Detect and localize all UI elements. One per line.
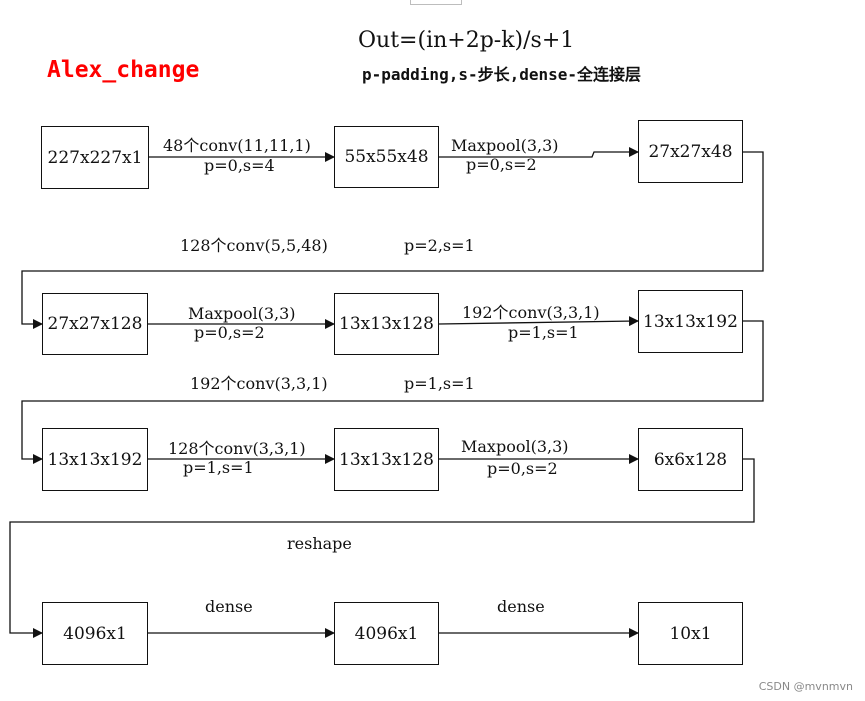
edge-label-pool3-params: p=0,s=2 xyxy=(487,459,558,478)
edge-label-conv1-params: p=0,s=4 xyxy=(204,156,275,175)
edge-label-conv2-op: 128个conv(5,5,48) xyxy=(180,236,328,255)
edge-label-pool3-op: Maxpool(3,3) xyxy=(461,437,569,456)
edge-label-conv1-op: 48个conv(11,11,1) xyxy=(163,136,311,155)
edge-label-conv2-params: p=2,s=1 xyxy=(404,236,475,255)
node-conv2-27x27x128: 27x27x128 xyxy=(42,293,148,355)
edge-label-conv4-op: 192个conv(3,3,1) xyxy=(190,374,328,393)
edge-label-pool2-op: Maxpool(3,3) xyxy=(188,304,296,323)
node-input-227x227x1: 227x227x1 xyxy=(41,126,149,189)
node-pool3-6x6x128: 6x6x128 xyxy=(638,428,743,491)
edge-label-pool1-op: Maxpool(3,3) xyxy=(451,136,559,155)
node-fc1-4096x1: 4096x1 xyxy=(42,602,148,665)
node-conv1-55x55x48: 55x55x48 xyxy=(334,126,439,188)
node-conv5-13x13x128: 13x13x128 xyxy=(334,428,439,491)
edge-conv4-arrow xyxy=(21,320,764,464)
edge-label-conv3-params: p=1,s=1 xyxy=(508,323,579,342)
model-title: Alex_change xyxy=(47,57,200,83)
node-fc2-4096x1: 4096x1 xyxy=(334,602,439,665)
output-size-formula: Out=(in+2p-k)/s+1 xyxy=(358,28,575,53)
edge-label-dense-2: dense xyxy=(497,597,545,616)
edge-label-reshape: reshape xyxy=(287,534,352,553)
window-tab-fragment xyxy=(410,0,462,5)
watermark: CSDN @mvnmvn xyxy=(758,680,853,693)
node-pool2-13x13x128: 13x13x128 xyxy=(334,293,439,355)
edge-label-pool1-params: p=0,s=2 xyxy=(466,155,537,174)
edge-conv3-arrow xyxy=(438,316,639,327)
edge-pool1-arrow xyxy=(439,147,639,158)
node-output-10x1: 10x1 xyxy=(638,602,743,665)
edge-label-conv3-op: 192个conv(3,3,1) xyxy=(462,303,600,322)
edge-label-conv4-params: p=1,s=1 xyxy=(404,374,475,393)
node-conv4-13x13x192: 13x13x192 xyxy=(42,428,148,491)
edge-label-pool2-params: p=0,s=2 xyxy=(194,323,265,342)
node-pool1-27x27x48: 27x27x48 xyxy=(638,120,743,183)
edge-label-conv5-params: p=1,s=1 xyxy=(183,458,254,477)
edge-label-conv5-op: 128个conv(3,3,1) xyxy=(168,439,306,458)
edge-conv2-arrow xyxy=(21,151,764,329)
edge-label-dense-1: dense xyxy=(205,597,253,616)
edge-reshape-arrow xyxy=(9,458,755,638)
notation-legend: p-padding,s-步长,dense-全连接层 xyxy=(362,65,642,84)
node-conv3-13x13x192: 13x13x192 xyxy=(638,290,743,353)
